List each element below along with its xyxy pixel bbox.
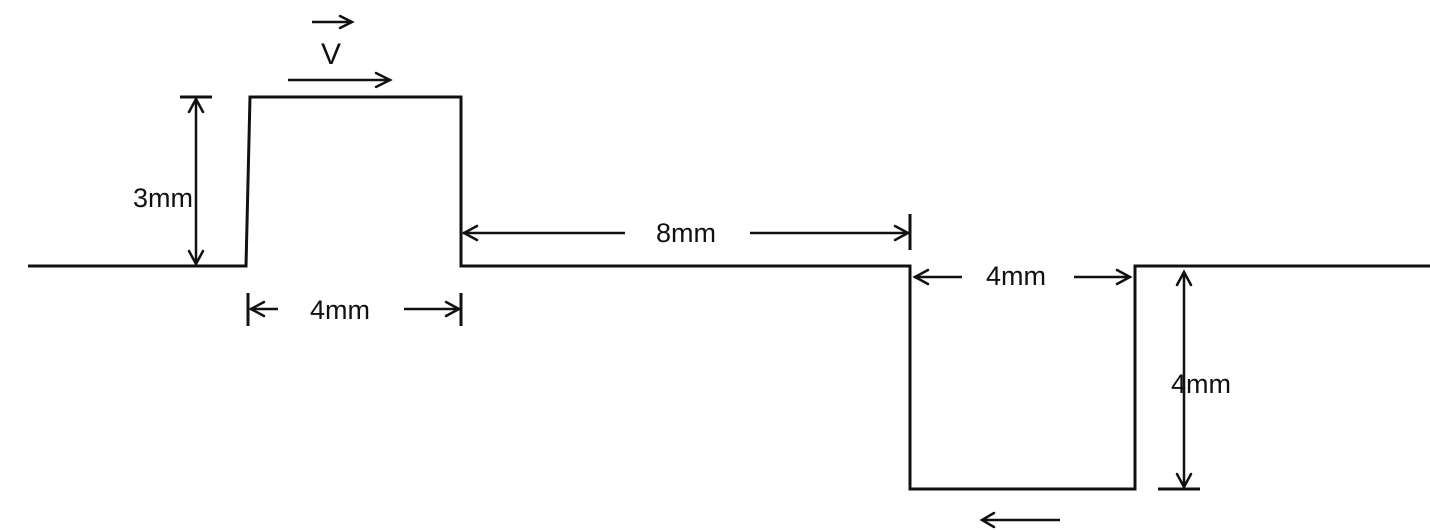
separation-label: 8mm (656, 218, 716, 248)
pulse1-width-label: 4mm (310, 295, 370, 325)
pulse2-depth-label: 4mm (1171, 369, 1231, 399)
velocity-vector: V (288, 14, 393, 89)
pulse2-depth-dimension: 4mm (1158, 269, 1231, 491)
separation-dimension: 8mm (461, 214, 912, 250)
pulse2-velocity-vector (979, 511, 1060, 529)
wave-string (28, 95, 1430, 491)
pulse2-width-dimension: 4mm (912, 261, 1133, 291)
pulse1-height-dimension: 3mm (133, 95, 212, 267)
velocity-label: V (321, 38, 341, 71)
pulse1-height-label: 3mm (133, 183, 193, 213)
pulse2-width-label: 4mm (986, 261, 1046, 291)
pulse1-width-dimension: 4mm (246, 293, 463, 326)
